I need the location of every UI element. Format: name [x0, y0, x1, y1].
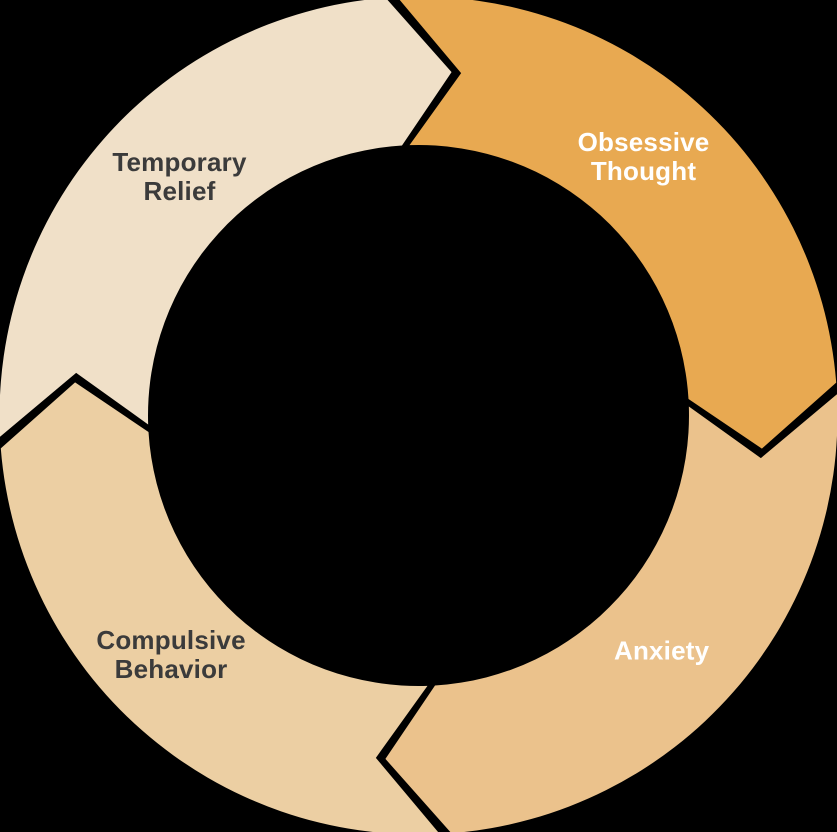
segment-anxiety — [385, 394, 837, 832]
segment-compulsive-behavior — [0, 382, 439, 832]
segment-label-anxiety: Anxiety — [614, 635, 710, 665]
segment-obsessive-thought — [399, 0, 837, 449]
segment-temporary-relief — [0, 0, 452, 437]
